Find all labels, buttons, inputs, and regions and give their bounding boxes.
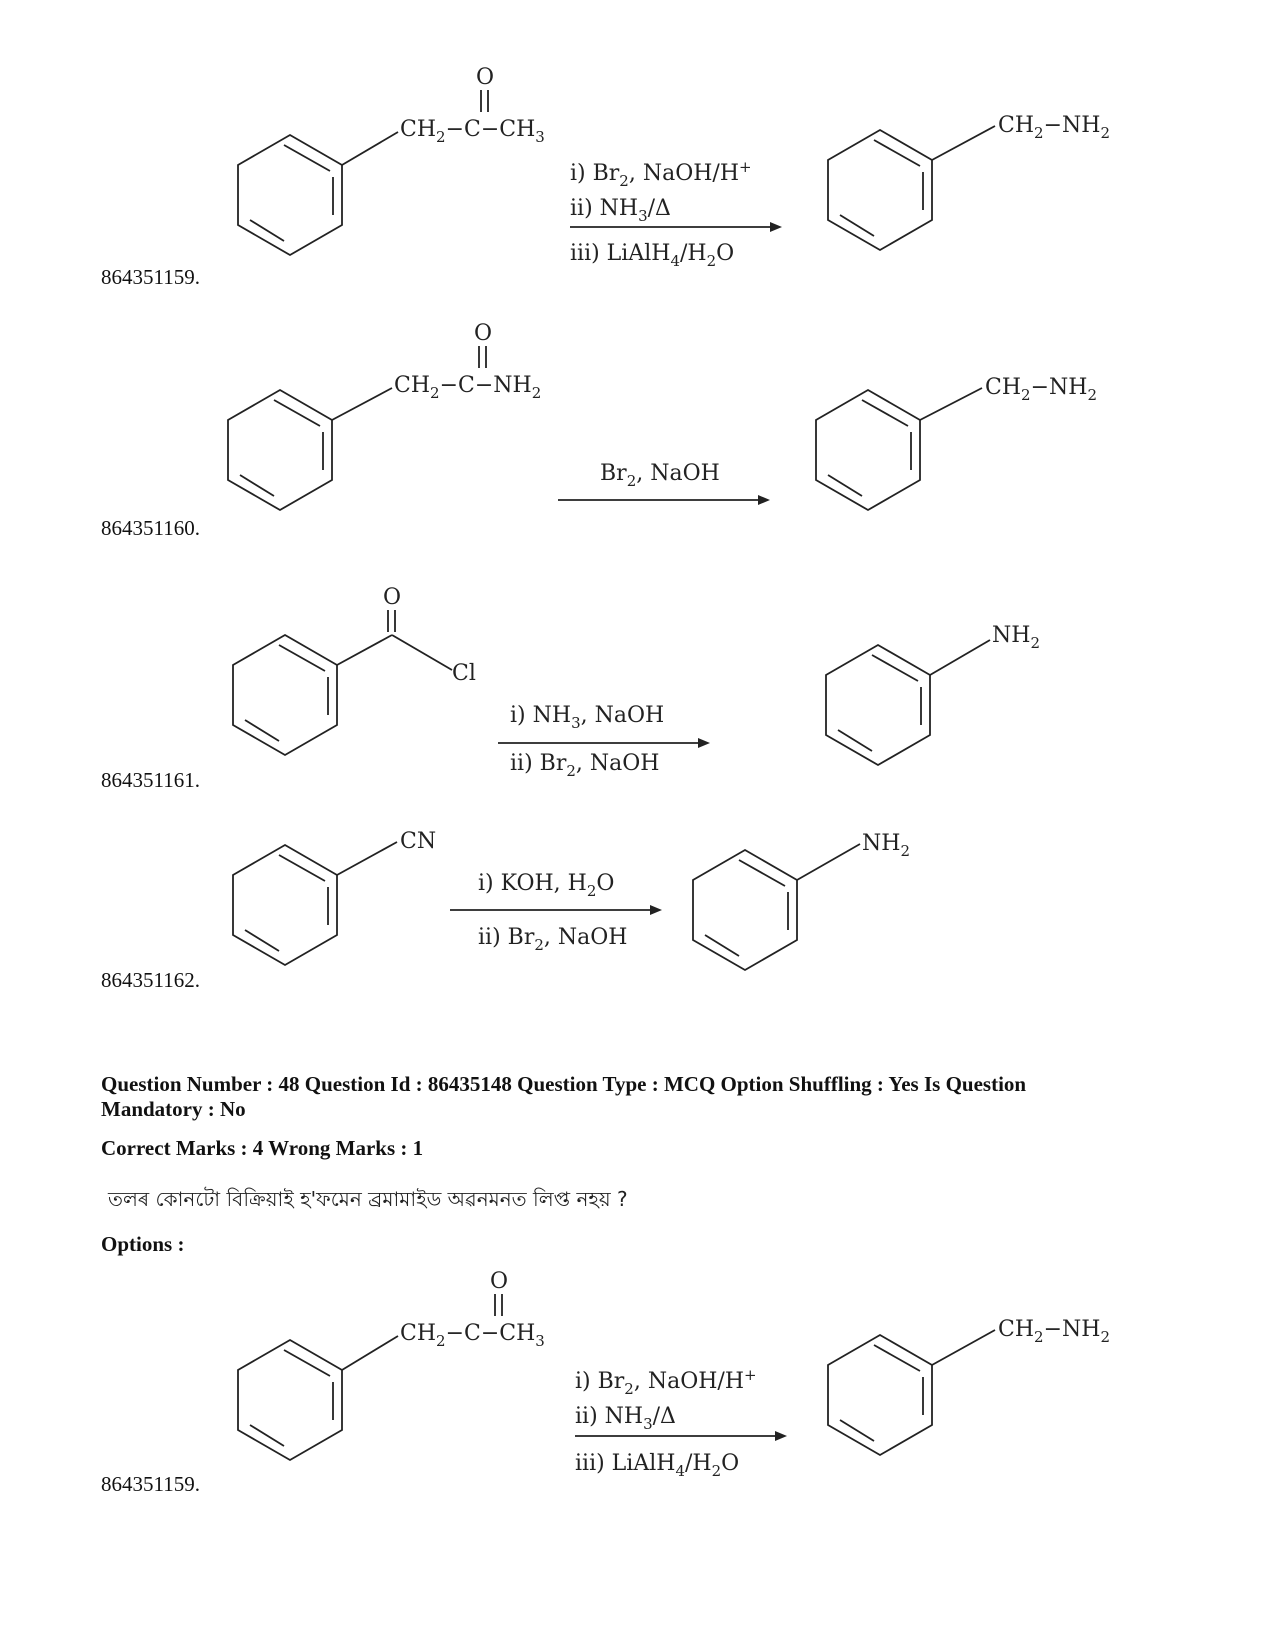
- benzene-ring: [692, 848, 798, 972]
- question-meta: Question Number : 48 Question Id : 86435…: [101, 1072, 1181, 1122]
- option-id: 864351159.: [101, 1472, 200, 1496]
- reagent-line: i) NH3, NaOH: [510, 703, 664, 732]
- reaction-diagram: O CH2−C−CH3 i) Br2, NaOH/H+ ii) NH3/Δ ii…: [237, 1269, 1110, 1480]
- arrow-head: [770, 222, 782, 232]
- option-864351159-repeat: O CH2−C−CH3 i) Br2, NaOH/H+ ii) NH3/Δ ii…: [0, 1260, 1275, 1510]
- reagent-line: ii) Br2, NaOH: [510, 751, 659, 780]
- reagent-line: ii) NH3/Δ: [575, 1404, 676, 1433]
- benzene-ring: [227, 388, 333, 512]
- reactant-formula: CH2−C−NH2: [394, 373, 541, 402]
- question-meta-line: Question Number : 48 Question Id : 86435…: [101, 1072, 1027, 1096]
- option-864351161: O Cl i) NH3, NaOH ii) Br2, NaOH NH2 8643…: [0, 580, 1275, 800]
- oxygen-atom: O: [476, 65, 494, 90]
- reagent-line: i) Br2, NaOH/H+: [570, 158, 752, 190]
- option-id: 864351159.: [101, 265, 200, 289]
- oxygen-atom: O: [383, 585, 401, 610]
- option-id: 864351161.: [101, 768, 200, 792]
- nitrile-group: CN: [400, 829, 436, 854]
- reactant-formula: CH2−C−CH3: [400, 1321, 545, 1350]
- arrow-head: [758, 495, 770, 505]
- question-prompt: তলৰ কোনটো বিক্ৰিয়াই হ'ফমেন ব্ৰমামাইড অৱ…: [108, 1187, 628, 1211]
- option-864351162: CN i) KOH, H2O ii) Br2, NaOH NH2 8643511…: [0, 820, 1275, 992]
- reaction-diagram: O Cl i) NH3, NaOH ii) Br2, NaOH NH2: [232, 585, 1040, 780]
- reagent-line: iii) LiAlH4/H2O: [575, 1451, 739, 1480]
- benzene-ring: [237, 133, 343, 257]
- benzene-ring: [827, 128, 933, 252]
- chlorine-atom: Cl: [452, 661, 476, 686]
- option-id: 864351160.: [101, 516, 200, 540]
- arrow-head: [698, 738, 710, 748]
- reagent-line: iii) LiAlH4/H2O: [570, 241, 734, 270]
- benzene-ring: [825, 643, 931, 767]
- product-formula: CH2−NH2: [998, 113, 1110, 142]
- oxygen-atom: O: [490, 1269, 508, 1294]
- options-label: Options :: [101, 1232, 185, 1256]
- question-marks: Correct Marks : 4 Wrong Marks : 1: [101, 1136, 424, 1160]
- arrow-head: [775, 1431, 787, 1441]
- option-864351159: O CH2−C−CH3 i) Br2, NaOH/H+ ii) NH3/Δ ii…: [0, 60, 1275, 300]
- reaction-diagram: O CH2−C−CH3 i) Br2, NaOH/H+ ii) NH3/Δ ii…: [237, 65, 1110, 270]
- product-formula: CH2−NH2: [985, 375, 1097, 404]
- reactant-formula: CH2−C−CH3: [400, 117, 545, 146]
- option-id: 864351162.: [101, 968, 200, 992]
- reagent-line: Br2, NaOH: [600, 461, 720, 490]
- reaction-diagram: O CH2−C−NH2 Br2, NaOH CH2−NH2: [227, 321, 1097, 512]
- reagent-line: ii) NH3/Δ: [570, 196, 671, 225]
- reaction-diagram: CN i) KOH, H2O ii) Br2, NaOH NH2: [232, 829, 910, 972]
- product-formula: NH2: [862, 831, 910, 860]
- oxygen-atom: O: [474, 321, 492, 346]
- reagent-line: i) KOH, H2O: [478, 871, 614, 900]
- benzene-ring: [232, 633, 338, 757]
- benzene-ring: [237, 1338, 343, 1462]
- benzene-ring: [827, 1333, 933, 1457]
- reagent-line: i) Br2, NaOH/H+: [575, 1366, 757, 1398]
- product-formula: CH2−NH2: [998, 1317, 1110, 1346]
- benzene-ring: [815, 388, 921, 512]
- arrow-head: [650, 905, 662, 915]
- benzene-ring: [232, 843, 338, 967]
- question-meta-line: Mandatory : No: [101, 1097, 246, 1121]
- option-864351160: O CH2−C−NH2 Br2, NaOH CH2−NH2 864351160.: [0, 320, 1275, 540]
- reagent-line: ii) Br2, NaOH: [478, 925, 627, 954]
- product-formula: NH2: [992, 623, 1040, 652]
